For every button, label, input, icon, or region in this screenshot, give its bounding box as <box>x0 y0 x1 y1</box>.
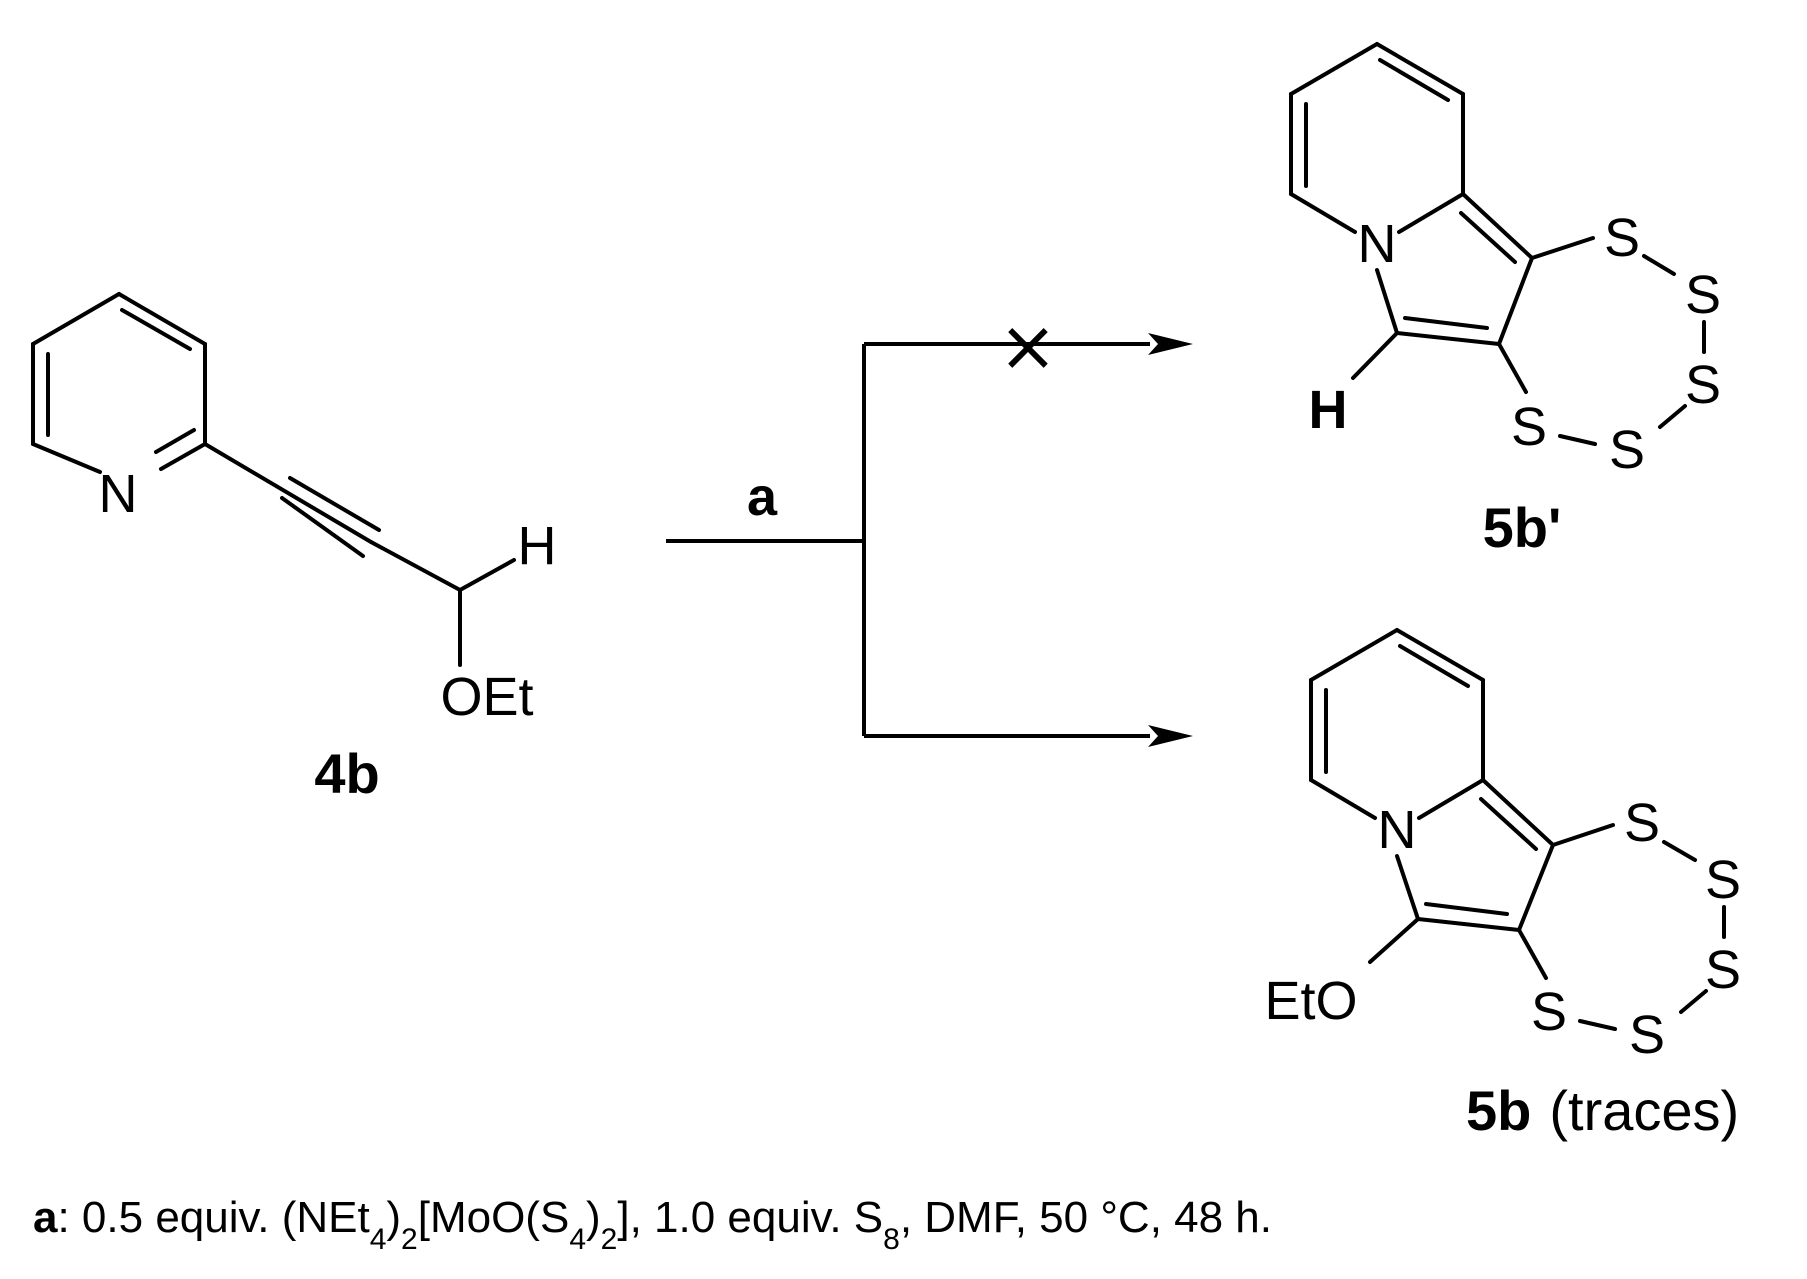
atom-s1-5b: S <box>1624 793 1660 853</box>
indolizine-core-5b-prime <box>1289 42 1534 346</box>
atom-s5-5b: S <box>1531 982 1567 1042</box>
compound-label-5b-text: 5b <box>1466 1079 1531 1142</box>
atom-s4-5b-prime: S <box>1609 420 1645 480</box>
atom-s5-5b-prime: S <box>1511 397 1547 457</box>
compound-label-5b-prime: 5b' <box>1483 496 1562 559</box>
footnote-part-4: ) <box>586 1193 601 1242</box>
atom-s1-5b-prime: S <box>1604 208 1640 268</box>
group-oet-4b: OEt <box>440 667 533 727</box>
compound-note-5b: (traces) <box>1549 1079 1739 1142</box>
alkyne-to-ch-bond <box>369 540 462 592</box>
pyridine-ring-4b <box>31 292 207 474</box>
atom-s3-5b-prime: S <box>1685 355 1721 415</box>
footnote-part-2: ) <box>386 1193 401 1242</box>
atom-h-5b-prime: H <box>1309 380 1348 440</box>
arrowhead-top <box>1148 333 1193 355</box>
alkyne-bond-4b <box>203 442 381 558</box>
atom-s2-5b: S <box>1705 850 1741 910</box>
reaction-arrows: × a <box>666 305 1193 747</box>
footnote-sub-4: 2 <box>601 1223 618 1256</box>
atom-s4-5b: S <box>1629 1005 1665 1065</box>
footnote-part-1: : 0.5 equiv. (NEt <box>57 1193 369 1242</box>
footnote-part-5: ], 1.0 equiv. S <box>617 1193 883 1242</box>
footnote-sub-5: 8 <box>883 1223 900 1256</box>
compound-5b-prime: N H S S S S S 5b' <box>1289 42 1721 559</box>
footnote-sub-1: 4 <box>370 1223 387 1256</box>
footnote-sub-3: 4 <box>569 1223 586 1256</box>
compound-label-4b: 4b <box>314 742 379 805</box>
c-h-bond-5b-prime <box>1351 331 1399 380</box>
footnote-part-6: , DMF, 50 °C, 48 h. <box>900 1193 1272 1242</box>
compound-5b: N EtO S S S S S 5b (traces) <box>1264 628 1741 1142</box>
atom-h-4b: H <box>518 516 557 576</box>
c-h-bond <box>458 558 516 592</box>
footnote-key: a <box>33 1193 58 1242</box>
atom-s3-5b: S <box>1705 940 1741 1000</box>
atom-n-5b-prime: N <box>1358 214 1397 274</box>
pentathiepine-ring-5b-prime <box>1497 236 1706 446</box>
atom-s2-5b-prime: S <box>1685 265 1721 325</box>
group-eto-5b: EtO <box>1264 971 1357 1031</box>
compound-4b: N H OEt 4b <box>31 292 557 805</box>
footnote-conditions: a: 0.5 equiv. (NEt4)2[MoO(S4)2], 1.0 equ… <box>33 1193 1272 1256</box>
reagent-label-a: a <box>747 467 778 527</box>
atom-n-5b: N <box>1378 800 1417 860</box>
arrowhead-bottom <box>1148 725 1193 747</box>
footnote-sub-2: 2 <box>401 1223 418 1256</box>
footnote-part-3: [MoO(S <box>418 1193 570 1242</box>
pentathiepine-ring-5b <box>1517 823 1726 1031</box>
atom-n-4b: N <box>99 464 138 524</box>
indolizine-core-5b <box>1309 628 1555 932</box>
blocked-cross-icon: × <box>999 305 1058 387</box>
c-o-bond-5b <box>1368 917 1420 964</box>
compound-label-5b: 5b (traces) <box>1466 1079 1739 1142</box>
